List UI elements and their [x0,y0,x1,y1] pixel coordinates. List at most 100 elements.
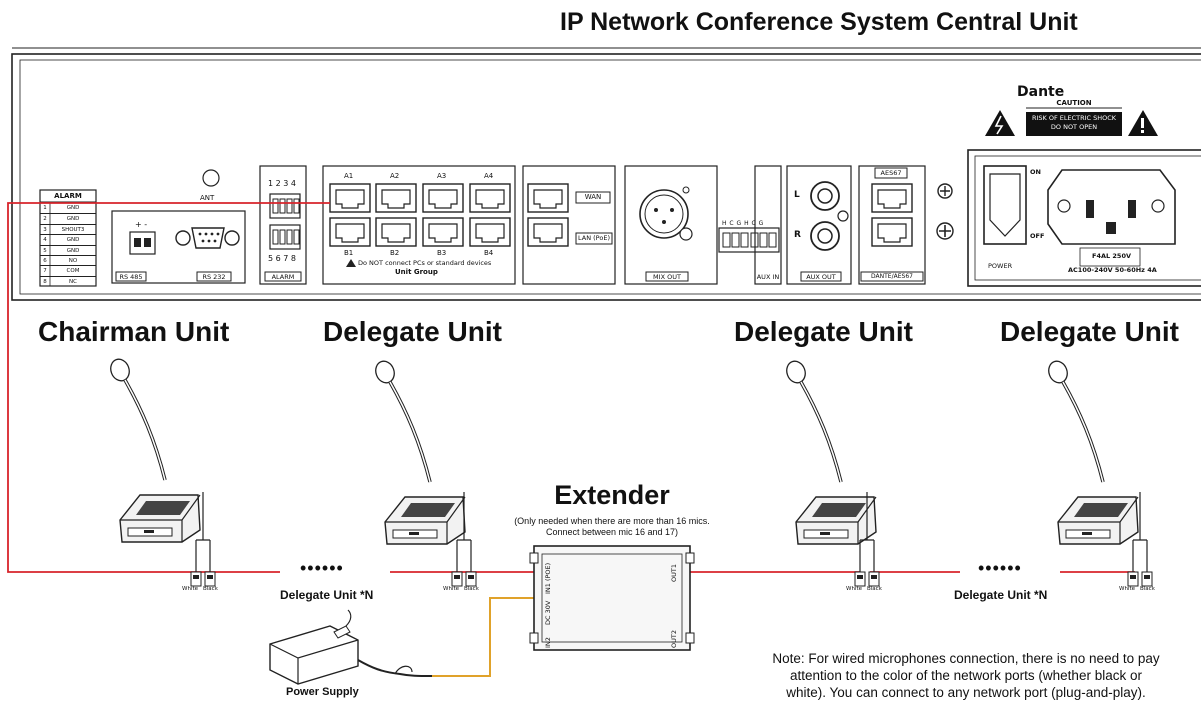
extender-port-dc: DC 30V [544,600,552,625]
port-label-b3: B3 [437,249,447,257]
port-label-b1: B1 [344,249,354,257]
port-black-label: Black [203,586,218,592]
port-label-a4: A4 [484,172,494,180]
alarm-table-row: 6 NO [40,254,96,265]
extender-port-in2: IN2 [544,637,552,648]
alarm-top-numbers: 1 2 3 4 [268,179,296,188]
caution-line-1: RISK OF ELECTRIC SHOCK [1031,114,1117,122]
aux-out-r: R [794,230,801,240]
alarm-row-label: NC [69,278,77,285]
wan-label: WAN [584,193,602,201]
port-black-label: Black [1140,586,1155,592]
alarm-row-number: 1 [43,205,47,211]
note-line-1: Note: For wired microphones connection, … [772,651,1160,666]
port-label-a3: A3 [437,172,447,180]
port-label-b4: B4 [484,249,494,257]
aes67-label: AES67 [880,169,902,177]
port-label-a1: A1 [344,172,354,180]
port-label-a2: A2 [390,172,400,180]
port-black-label: Black [464,586,479,592]
alarm-row-label: NO [68,257,78,264]
port-white-label: White [443,586,459,592]
chairman-microphone [106,354,202,544]
delegate-unit-title-1: Delegate Unit [323,316,502,347]
alarm-table [39,189,97,287]
note-line-3: white). You can connect to any network p… [786,685,1146,700]
port-white-label: White [1119,586,1135,592]
delegate-n-label: Delegate Unit *N [280,588,374,602]
network-ports [522,165,616,285]
ant-label: ANT [200,194,215,202]
alarm-row-number: 8 [43,278,47,285]
aux-in-label: AUX IN [756,273,780,281]
antenna-port [202,169,220,187]
alarm-table-row: 7 COM [40,265,96,275]
aux-out-port [786,165,852,285]
power-block [967,149,1201,287]
alarm-table-header: ALARM [54,192,82,200]
unit-group-label: Unit Group [395,268,438,276]
caution-line-2: DO NOT OPEN [1050,123,1098,131]
alarm-row-number: 7 [43,268,47,275]
alarm-terminal-block [259,165,307,285]
ellipsis-dots: •••••• [300,558,344,578]
diagram-title: IP Network Conference System Central Uni… [560,8,1078,36]
extender-port-out2: OUT2 [670,630,678,648]
power-label: POWER [988,262,1013,270]
unit-group-warning: Do NOT connect PCs or standard devices [358,259,492,267]
aux-out-label: AUX OUT [806,273,836,281]
alarm-table-row: 2 GND [40,213,96,223]
alarm-row-label: GND [66,237,80,244]
unit-group-ports [322,165,516,285]
dante-aes67-port [858,165,926,285]
port-white-label: White [182,586,198,592]
delegate-microphone-2 [782,356,878,546]
alarm-row-number: 2 [43,216,47,223]
alarm-table-row: 4 GND [40,234,96,244]
mix-out-label: MIX OUT [653,273,681,281]
alarm-row-number: 4 [43,237,47,244]
ground-screws [936,183,954,240]
power-supply-adapter [269,609,433,685]
alarm-label: ALARM [271,273,295,281]
aux-in-port [718,165,782,285]
aux-in-pins: H C G H C G [722,220,764,227]
alarm-row-number: 6 [43,257,47,264]
power-cable [432,597,534,677]
mic-cable-drops [195,492,1148,572]
dante-aes67-label: DANTE/AES67 [871,273,913,280]
caution-label [985,107,1158,136]
delegate-microphone-3 [1044,356,1140,546]
extender-title: Extender [554,480,670,510]
dante-logo: Dante [1017,84,1065,100]
rs485-label: RS 485 [119,273,143,281]
note-line-2: attention to the color of the network po… [790,668,1142,683]
alarm-table-row: 8 NC [40,275,96,286]
lan-label: LAN (PoE) [578,234,610,242]
power-off-label: OFF [1030,232,1045,240]
alarm-row-label: GND [66,247,80,254]
extender-port-in1: IN1 (POE) [544,562,552,594]
port-black-label: Black [867,586,882,592]
alarm-row-number: 5 [43,247,47,254]
ellipsis-dots: •••••• [978,558,1022,578]
caution-title: CAUTION [1056,99,1092,107]
alarm-table-row: 1 GND [40,203,96,213]
alarm-bottom-numbers: 5 6 7 8 [268,254,296,263]
rs232-label: RS 232 [202,273,226,281]
alarm-row-label: SHOUT3 [61,226,85,233]
alarm-row-label: GND [66,216,80,223]
alarm-row-label: GND [66,205,80,211]
port-label-b2: B2 [390,249,400,257]
delegate-microphone-1 [371,356,467,546]
port-white-label: White [846,586,862,592]
power-supply-label: Power Supply [286,686,359,698]
delegate-unit-title-2: Delegate Unit [734,316,913,347]
alarm-row-label: COM [66,268,80,275]
alarm-table-row: 5 GND [40,244,96,255]
rs485-pins-label: + - [135,220,148,229]
delegate-unit-title-3: Delegate Unit [1000,316,1179,347]
alarm-row-number: 3 [43,226,47,233]
